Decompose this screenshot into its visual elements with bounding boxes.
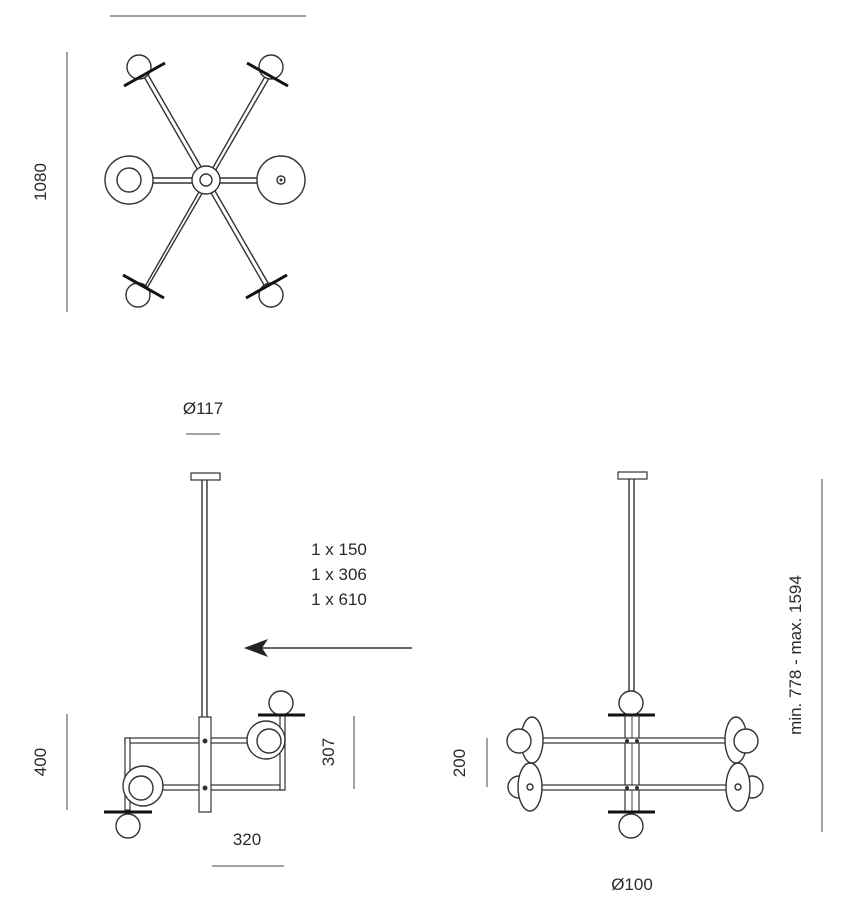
front-disc xyxy=(725,762,751,812)
rod-option-label: 1 x 150 xyxy=(311,540,367,559)
top-cap-bar xyxy=(246,61,289,88)
front-disc-center xyxy=(734,783,742,791)
front-view-height-label: 200 xyxy=(450,749,469,777)
side-view-height-label: 400 xyxy=(31,748,50,776)
front-view: 200 Ø100 min. 778 - max. 1594 xyxy=(450,471,823,894)
side-disc-globe xyxy=(128,775,154,801)
side-disc-globe xyxy=(256,728,282,754)
top-hub xyxy=(191,165,221,195)
front-globe xyxy=(618,813,644,839)
top-hub-inner xyxy=(199,173,213,187)
side-arm xyxy=(143,784,285,791)
side-view-width-label: 320 xyxy=(233,830,261,849)
side-view: Ø117 1 x 150 1 x 306 1 x 610 xyxy=(31,399,412,867)
top-disc-left-globe xyxy=(116,167,142,193)
side-view-canopy-diameter-label: Ø117 xyxy=(183,399,223,418)
side-canopy xyxy=(190,472,221,481)
top-disc-right-center xyxy=(276,175,286,185)
side-body-joint xyxy=(202,785,208,791)
front-arm-joint xyxy=(625,786,629,790)
front-arm-joint xyxy=(635,786,639,790)
top-globe xyxy=(258,282,284,308)
top-globe xyxy=(126,54,152,80)
front-globe xyxy=(733,728,759,754)
top-cap-bar xyxy=(122,273,165,300)
rod-option-arrow-head xyxy=(244,639,268,657)
top-view: 1080 xyxy=(31,15,306,312)
front-globe xyxy=(618,690,644,716)
front-arm-joint xyxy=(635,739,639,743)
top-view-height-label: 1080 xyxy=(31,163,50,201)
top-cap-bar xyxy=(245,273,288,300)
front-globe xyxy=(506,728,532,754)
front-arm-joint xyxy=(625,739,629,743)
front-view-total-label: min. 778 - max. 1594 xyxy=(786,575,805,735)
side-globe xyxy=(115,813,141,839)
front-arm xyxy=(523,784,741,791)
front-disc-center xyxy=(526,783,534,791)
front-canopy xyxy=(617,471,648,480)
rod-option-label: 1 x 306 xyxy=(311,565,367,584)
front-disc xyxy=(517,762,543,812)
front-arm xyxy=(531,737,733,744)
side-globe xyxy=(268,690,294,716)
top-disc-right-dot xyxy=(279,178,283,182)
rod-option-label: 1 x 610 xyxy=(311,590,367,609)
front-view-diameter-label: Ø100 xyxy=(611,875,653,894)
side-body-joint xyxy=(202,738,208,744)
top-cap-bar xyxy=(123,61,166,88)
side-body xyxy=(198,716,212,813)
side-view-arm-height-label: 307 xyxy=(319,738,338,766)
